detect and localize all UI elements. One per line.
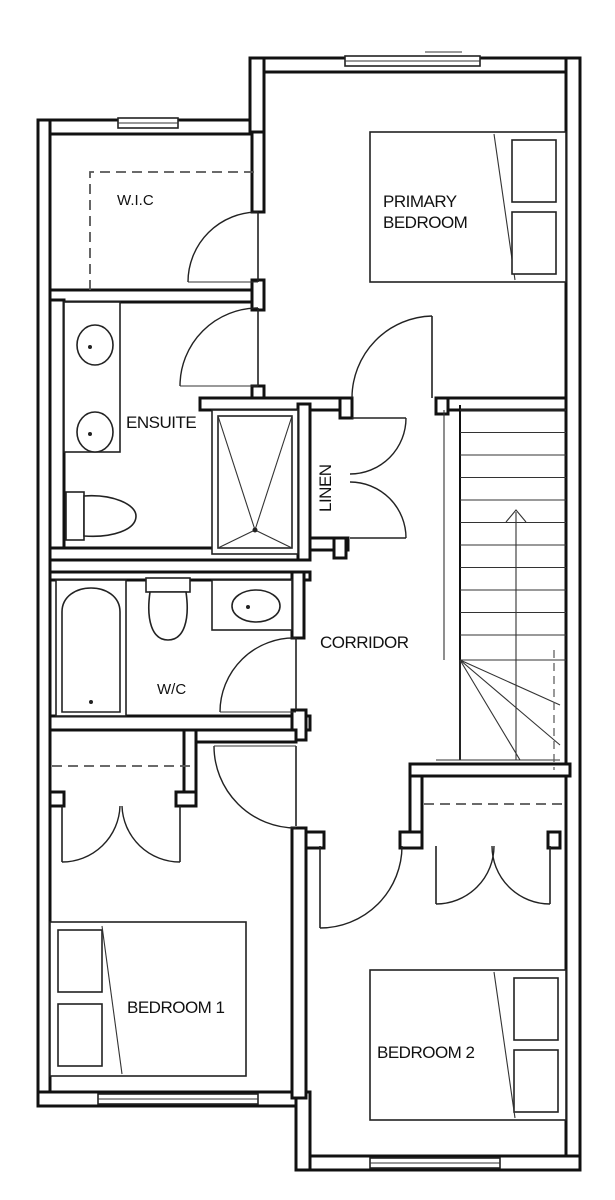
linen-label: LINEN: [316, 464, 335, 512]
stairs: [436, 405, 566, 770]
walk-in-closet: [89, 171, 254, 290]
primary-bed: [369, 131, 567, 283]
primary-bedroom-label-line2: BEDROOM: [383, 213, 467, 232]
exterior-walls: [36, 56, 582, 1172]
bedroom2-label: BEDROOM 2: [377, 1043, 475, 1062]
bedroom2-furniture: [369, 803, 567, 1121]
ensuite-label: ENSUITE: [126, 413, 196, 432]
windows: [97, 51, 501, 1169]
bedroom1-furniture: [49, 765, 247, 1077]
doors: [61, 211, 551, 929]
primary-bedroom-label-line1: PRIMARY: [383, 192, 457, 211]
wc-label: W/C: [157, 681, 186, 698]
bedroom1-label: BEDROOM 1: [127, 998, 225, 1017]
ensuite-fixtures: [63, 301, 299, 555]
corridor-label: CORRIDOR: [320, 633, 409, 652]
room-labels: W.I.C PRIMARY BEDROOM ENSUITE LINEN CORR…: [117, 192, 475, 1062]
wic-label: W.I.C: [117, 192, 154, 209]
wc-fixtures: [55, 577, 293, 717]
